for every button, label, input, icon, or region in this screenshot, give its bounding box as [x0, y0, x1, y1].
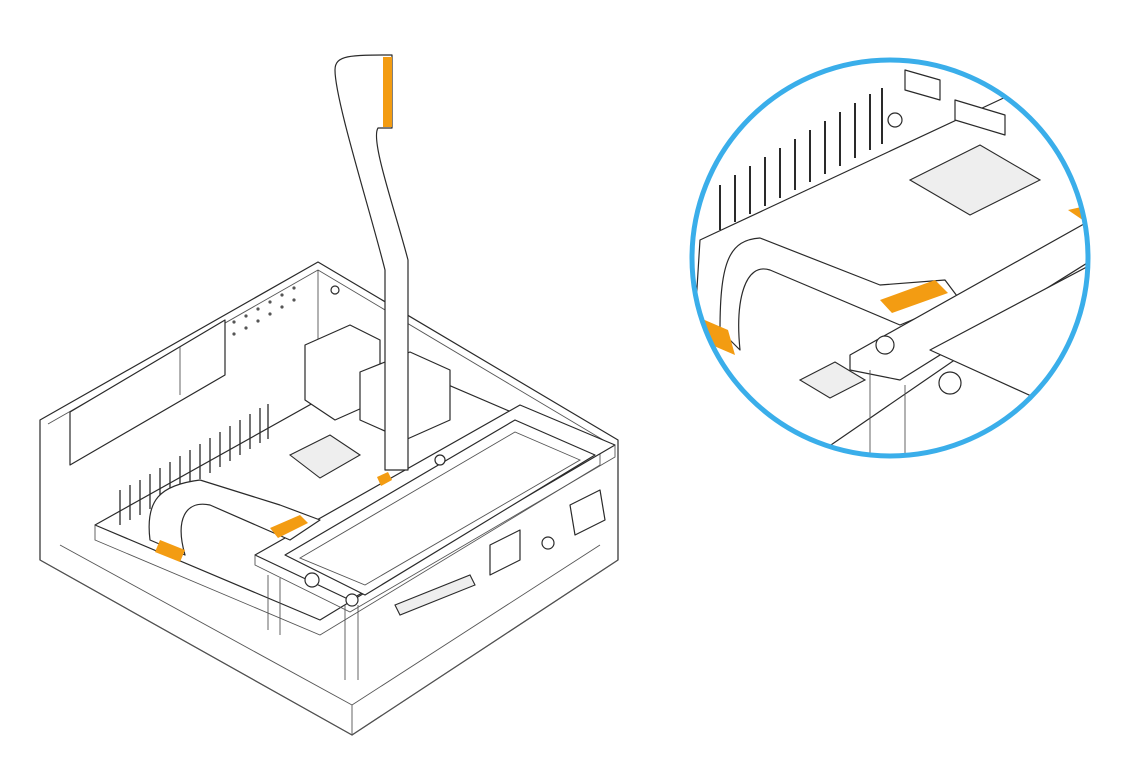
screw [887, 112, 903, 128]
vent-holes [232, 286, 296, 336]
callout-ring [689, 57, 1091, 459]
side-card [69, 319, 226, 466]
soc-chip [288, 434, 362, 479]
chip [394, 574, 476, 616]
zoom-callout [689, 57, 1091, 459]
ribbon-cable-vertical [334, 54, 409, 486]
chip [798, 361, 867, 399]
cable-contact-orange [270, 515, 308, 538]
ribbon-cable-short [148, 479, 321, 562]
connector [954, 99, 1006, 136]
screw [345, 593, 359, 607]
fan-connector [904, 69, 941, 101]
gpio-header-pins [719, 88, 883, 230]
screw [304, 572, 320, 588]
screw [434, 454, 446, 466]
usb-c-port [569, 489, 606, 536]
connector [489, 529, 521, 576]
screw-hole [330, 285, 340, 295]
soc-chip [908, 144, 1042, 216]
cable-contact-orange [155, 540, 185, 562]
screw [938, 371, 962, 395]
gpio-header-pins [119, 404, 269, 525]
screw [541, 536, 555, 550]
cable-contact-orange [383, 57, 392, 127]
m2-adapter-board [254, 404, 616, 680]
screw [875, 335, 895, 355]
ribbon-cable [719, 237, 961, 351]
main-board [94, 324, 601, 636]
